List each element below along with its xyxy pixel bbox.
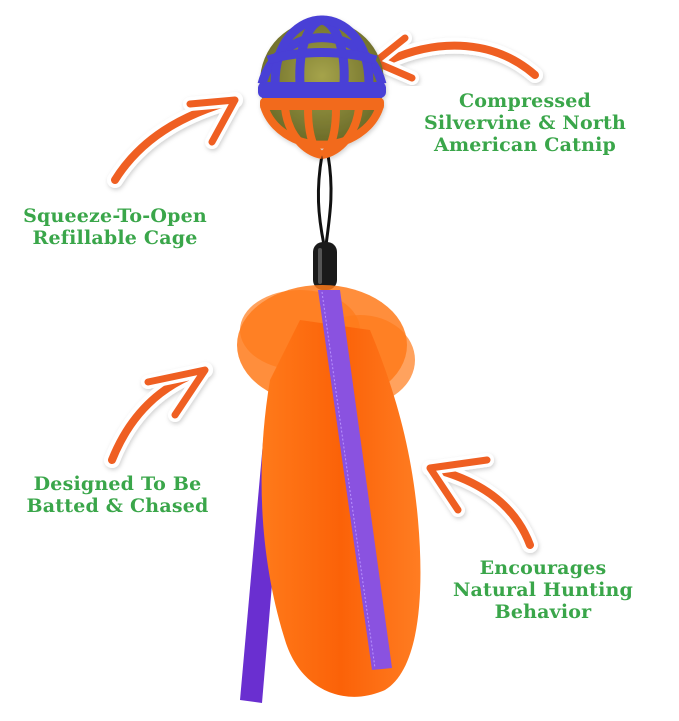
ribbon-front [318,290,392,670]
callout-hunting: Encourages Natural Hunting Behavior [452,557,634,623]
arrow-cage-icon [107,92,243,188]
arrow-batted-icon [104,362,213,468]
cage-ball [257,15,387,159]
callout-cage: Squeeze-To-Open Refillable Cage [23,205,207,249]
arrow-hunting-icon [422,453,538,553]
callout-catnip: Compressed Silvervine & North American C… [423,90,627,156]
end-cap [313,242,337,290]
callout-batted: Designed To Be Batted & Chased [26,473,209,517]
arrow-catnip-icon [368,31,543,85]
elastic-cord [316,154,333,246]
